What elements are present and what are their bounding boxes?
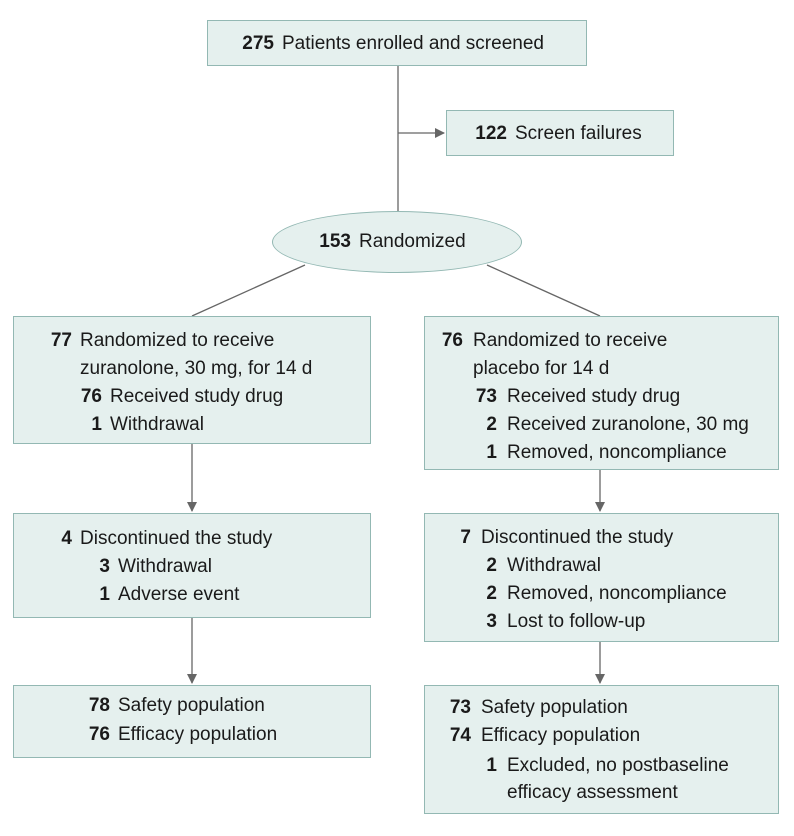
left-withdrawal-count: 1 — [91, 414, 102, 435]
line-randomized-right — [486, 264, 601, 317]
left-alloc-label-2: zuranolone, 30 mg, for 14 d — [80, 358, 313, 379]
left-disc-label: Discontinued the study — [80, 528, 273, 549]
right-safety-label: Safety population — [481, 697, 628, 718]
right-received-label: Received study drug — [507, 386, 681, 407]
right-received-zur-count: 2 — [486, 414, 497, 435]
left-population-box: 78 Safety population 76 Efficacy populat… — [13, 685, 371, 758]
left-disc-count: 4 — [61, 528, 72, 549]
right-disc-count: 7 — [460, 527, 471, 548]
left-alloc-count: 77 — [50, 330, 72, 351]
left-disc-adverse-count: 1 — [99, 584, 110, 605]
right-alloc-label-2: placebo for 14 d — [473, 358, 610, 379]
right-efficacy-count: 74 — [449, 725, 471, 746]
enrolled-label: Patients enrolled and screened — [282, 33, 544, 54]
right-excluded-label: Excluded, no postbaseline — [507, 755, 729, 776]
right-discontinued-box: 7 Discontinued the study 2 Withdrawal 2 … — [424, 513, 779, 642]
right-efficacy-label: Efficacy population — [481, 725, 641, 746]
right-excluded-count: 1 — [486, 755, 497, 776]
line-randomized-left — [191, 264, 306, 317]
left-allocation-box: 77 Randomized to receive zuranolone, 30 … — [13, 316, 371, 444]
right-safety-count: 73 — [449, 697, 471, 718]
left-efficacy-label: Efficacy population — [118, 724, 278, 745]
left-safety-count: 78 — [88, 695, 110, 716]
left-efficacy-count: 76 — [88, 724, 110, 745]
randomized-label: Randomized — [359, 231, 466, 252]
right-alloc-count: 76 — [441, 330, 463, 351]
left-safety-label: Safety population — [118, 695, 265, 716]
right-excluded-label-2: efficacy assessment — [507, 782, 678, 803]
left-discontinued-box: 4 Discontinued the study 3 Withdrawal 1 … — [13, 513, 371, 618]
right-disc-withdrawal-count: 2 — [486, 555, 497, 576]
right-alloc-label: Randomized to receive — [473, 330, 668, 351]
right-removed-count: 1 — [486, 442, 497, 463]
randomized-ellipse: 153 Randomized — [272, 211, 522, 273]
left-disc-withdrawal-label: Withdrawal — [118, 556, 212, 577]
left-disc-withdrawal-count: 3 — [99, 556, 110, 577]
right-disc-label: Discontinued the study — [481, 527, 674, 548]
enrolled-box: 275 Patients enrolled and screened — [207, 20, 587, 66]
left-received-count: 76 — [80, 386, 102, 407]
right-population-box: 73 Safety population 74 Efficacy populat… — [424, 685, 779, 814]
right-received-count: 73 — [475, 386, 497, 407]
screen-failures-box: 122 Screen failures — [446, 110, 674, 156]
left-disc-adverse-label: Adverse event — [118, 584, 240, 605]
right-disc-removed-label: Removed, noncompliance — [507, 583, 727, 604]
right-disc-removed-count: 2 — [486, 583, 497, 604]
right-allocation-box: 76 Randomized to receive placebo for 14 … — [424, 316, 779, 470]
right-disc-lost-count: 3 — [486, 611, 497, 632]
right-disc-withdrawal-label: Withdrawal — [507, 555, 601, 576]
right-disc-lost-label: Lost to follow-up — [507, 611, 646, 632]
enrolled-count: 275 — [242, 33, 274, 54]
left-received-label: Received study drug — [110, 386, 284, 407]
screen-failures-count: 122 — [475, 123, 507, 144]
right-received-zur-label: Received zuranolone, 30 mg — [507, 414, 749, 435]
left-alloc-label: Randomized to receive — [80, 330, 275, 351]
left-withdrawal-label: Withdrawal — [110, 414, 204, 435]
right-removed-label: Removed, noncompliance — [507, 442, 727, 463]
screen-failures-label: Screen failures — [515, 123, 642, 144]
randomized-count: 153 — [319, 231, 351, 252]
